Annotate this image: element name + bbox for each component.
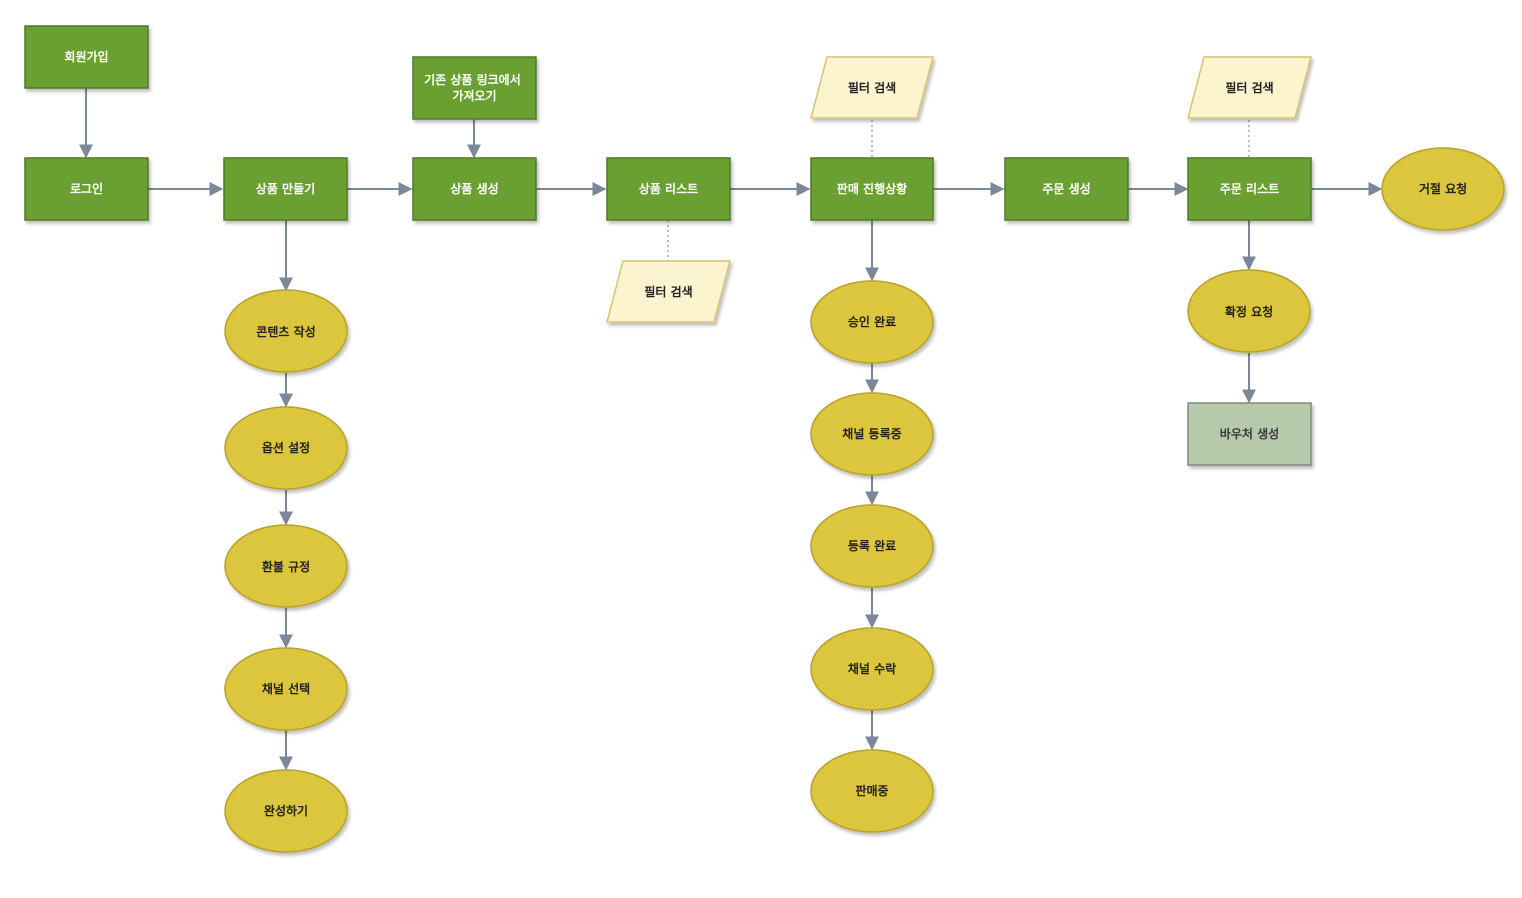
node-order-list: 주문 리스트: [1187, 157, 1312, 221]
node-complete-label: 완성하기: [264, 803, 308, 818]
node-option-setting-label: 옵션 설정: [262, 440, 310, 455]
node-refund-policy-label: 환불 규정: [262, 559, 310, 574]
node-reject-request-label: 거절 요청: [1419, 181, 1467, 196]
node-order-gen-label: 주문 생성: [1042, 181, 1090, 196]
node-order-list-label: 주문 리스트: [1220, 181, 1279, 196]
node-on-sale: 판매중: [810, 749, 934, 833]
node-write-content: 콘텐츠 작성: [224, 289, 348, 373]
node-login-label: 로그인: [70, 181, 103, 196]
node-sales-status-label: 판매 진행상황: [837, 181, 907, 196]
node-channel-accept-label: 채널 수락: [848, 661, 896, 676]
node-option-setting: 옵션 설정: [224, 406, 348, 490]
node-complete: 완성하기: [224, 769, 348, 853]
node-voucher-gen: 바우처 생성: [1187, 402, 1312, 466]
node-sales-status: 판매 진행상황: [810, 157, 934, 221]
node-voucher-gen-label: 바우처 생성: [1220, 426, 1279, 441]
node-refund-policy: 환불 규정: [224, 524, 348, 608]
edges: [79, 88, 1383, 771]
node-import-link-line2: 가져오기: [452, 88, 496, 103]
node-product-gen: 상품 생성: [412, 157, 537, 221]
node-filter-product-list-label: 필터 검색: [644, 284, 692, 299]
node-filter-order-label: 필터 검색: [1225, 80, 1273, 95]
node-filter-order: 필터 검색: [1187, 56, 1312, 119]
node-product-list: 상품 리스트: [606, 157, 731, 221]
node-channel-registering: 채널 등록중: [810, 392, 934, 476]
node-product-list-label: 상품 리스트: [639, 181, 698, 196]
node-login: 로그인: [24, 157, 149, 221]
node-order-gen: 주문 생성: [1004, 157, 1129, 221]
node-approved-label: 승인 완료: [848, 314, 896, 329]
node-confirm-request-label: 확정 요청: [1225, 304, 1273, 319]
node-channel-registering-label: 채널 등록중: [842, 426, 901, 441]
node-on-sale-label: 판매중: [855, 783, 888, 798]
node-product-gen-label: 상품 생성: [450, 181, 498, 196]
node-confirm-request: 확정 요청: [1187, 269, 1311, 353]
node-import-link-line1: 기존 상품 링크에서: [424, 72, 521, 87]
node-channel-accept: 채널 수락: [810, 627, 934, 711]
node-create-product: 상품 만들기: [223, 157, 348, 221]
node-approved: 승인 완료: [810, 280, 934, 364]
node-channel-select: 채널 선택: [224, 647, 348, 731]
node-import-link: 기존 상품 링크에서 가져오기: [412, 56, 537, 120]
node-reject-request: 거절 요청: [1381, 147, 1505, 231]
node-registered: 등록 완료: [810, 504, 934, 588]
node-channel-select-label: 채널 선택: [262, 681, 310, 696]
node-signup-label: 회원가입: [64, 49, 108, 64]
node-write-content-label: 콘텐츠 작성: [256, 324, 315, 339]
node-signup: 회원가입: [24, 25, 149, 89]
svg-text:기존 상품 링크에서 가져오기: 기존 상품 링크에서 가져오기: [424, 72, 525, 103]
node-filter-sales: 필터 검색: [810, 56, 934, 119]
node-filter-product-list: 필터 검색: [606, 260, 731, 323]
node-create-product-label: 상품 만들기: [256, 181, 315, 196]
node-filter-sales-label: 필터 검색: [848, 80, 896, 95]
node-registered-label: 등록 완료: [848, 538, 896, 553]
